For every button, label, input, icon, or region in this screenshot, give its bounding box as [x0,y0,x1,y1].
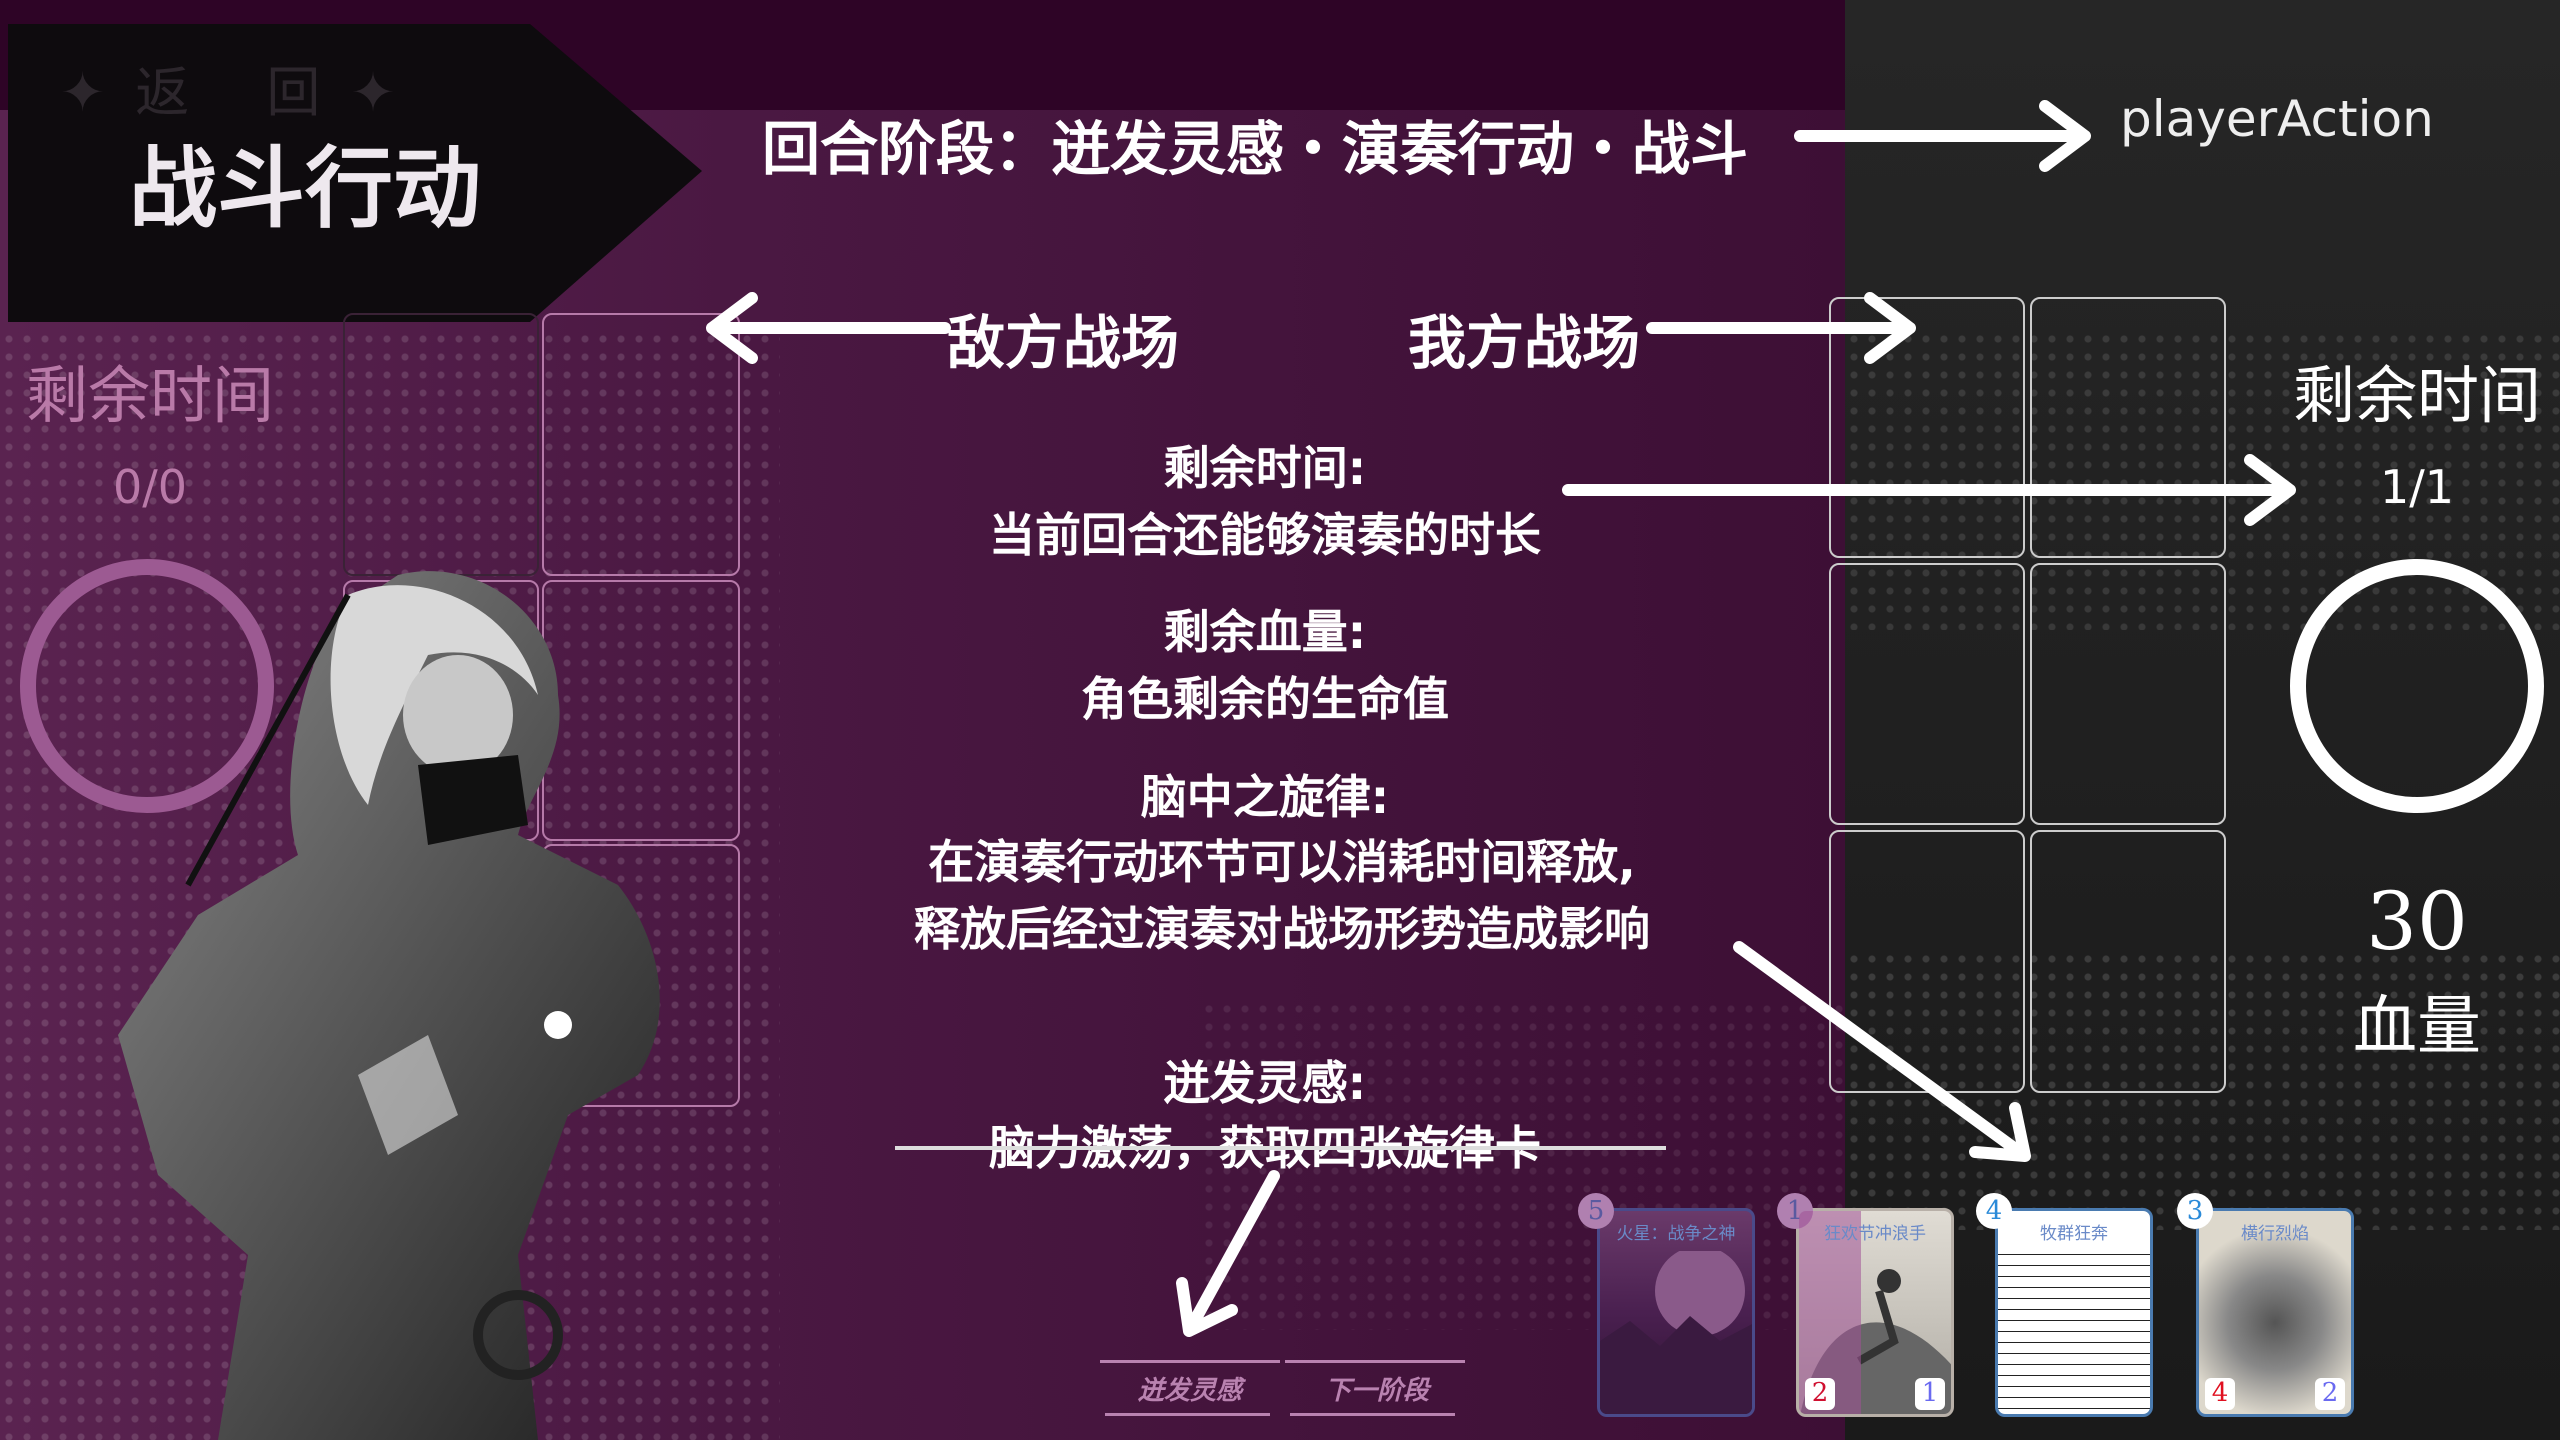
player-slot[interactable] [2030,830,2226,1093]
divider-line [1290,1413,1455,1416]
enemy-time-value: 0/0 [112,460,188,514]
top-band [530,0,1845,110]
player-slot[interactable] [2030,297,2226,558]
back-button[interactable]: ✦返 回✦ [60,61,426,124]
hp-annotation-title: 剩余血量: [1163,605,1367,659]
time-annotation-desc: 当前回合还能够演奏的时长 [989,508,1541,562]
player-hp-label: 血量 [2353,990,2481,1064]
divider-line [1285,1360,1465,1363]
card-name: 狂欢节冲浪手 [1824,1224,1926,1244]
player-slot[interactable] [2030,563,2226,825]
melody-annotation-title: 脑中之旋律: [1140,770,1390,824]
inspire-button[interactable]: 迸发灵感 [1137,1376,1242,1406]
player-action-label: playerAction [2120,90,2434,148]
player-slot[interactable] [1829,830,2025,1093]
page-title: 战斗行动 [128,137,481,240]
time-annotation-title: 剩余时间: [1163,441,1367,495]
card-left-value: 4 [2205,1378,2235,1410]
player-melody-ring[interactable] [2290,559,2544,813]
player-hp-value: 30 [2366,875,2468,968]
card-right-value: 1 [1915,1378,1945,1410]
card-name: 牧群狂奔 [1998,1219,2150,1244]
melody-card[interactable]: 横行烈焰 4 2 [2196,1208,2354,1417]
card-name: 横行烈焰 [2241,1224,2309,1244]
melody-card[interactable]: 火星：战争之神 [1597,1208,1755,1417]
card-cost-badge: 4 [1976,1193,2012,1229]
melody-annotation-desc: 释放后经过演奏对战场形势造成影响 [914,902,1650,956]
divider-line [1105,1413,1270,1416]
enemy-time-label: 剩余时间 [25,359,274,432]
player-time-value: 1/1 [2379,460,2455,514]
next-phase-button[interactable]: 下一阶段 [1324,1376,1429,1406]
card-right-value: 2 [2315,1378,2345,1410]
melody-annotation-desc: 在演奏行动环节可以消耗时间释放, [928,835,1636,889]
player-time-label: 剩余时间 [2292,359,2541,432]
enemy-slot[interactable] [542,313,740,576]
card-name: 火星：战争之神 [1616,1224,1736,1244]
card-cost-badge: 5 [1578,1193,1614,1229]
player-slot[interactable] [1829,563,2025,825]
inspire-annotation-title: 迸发灵感: [1163,1056,1367,1110]
card-left-value: 2 [1805,1378,1835,1410]
enemy-field-annotation: 敌方战场 [947,309,1180,377]
divider-line [1100,1360,1280,1363]
card-art [1600,1251,1752,1414]
player-slot[interactable] [1829,297,2025,558]
my-field-annotation: 我方战场 [1408,309,1641,377]
hp-annotation-desc: 角色剩余的生命值 [1081,672,1449,726]
title-banner [8,24,702,322]
enemy-slot[interactable] [343,313,539,576]
phases-annotation: 回合阶段：迸发灵感・演奏行动・战斗 [762,115,1749,183]
card-cost-badge: 3 [2177,1193,2213,1229]
character-illustration [118,571,660,1440]
melody-card[interactable]: 牧群狂奔 [1995,1208,2153,1417]
inspire-annotation-desc: 脑力激荡，获取四张旋律卡 [989,1121,1541,1175]
melody-card[interactable]: 狂欢节冲浪手 2 1 [1796,1208,1954,1417]
